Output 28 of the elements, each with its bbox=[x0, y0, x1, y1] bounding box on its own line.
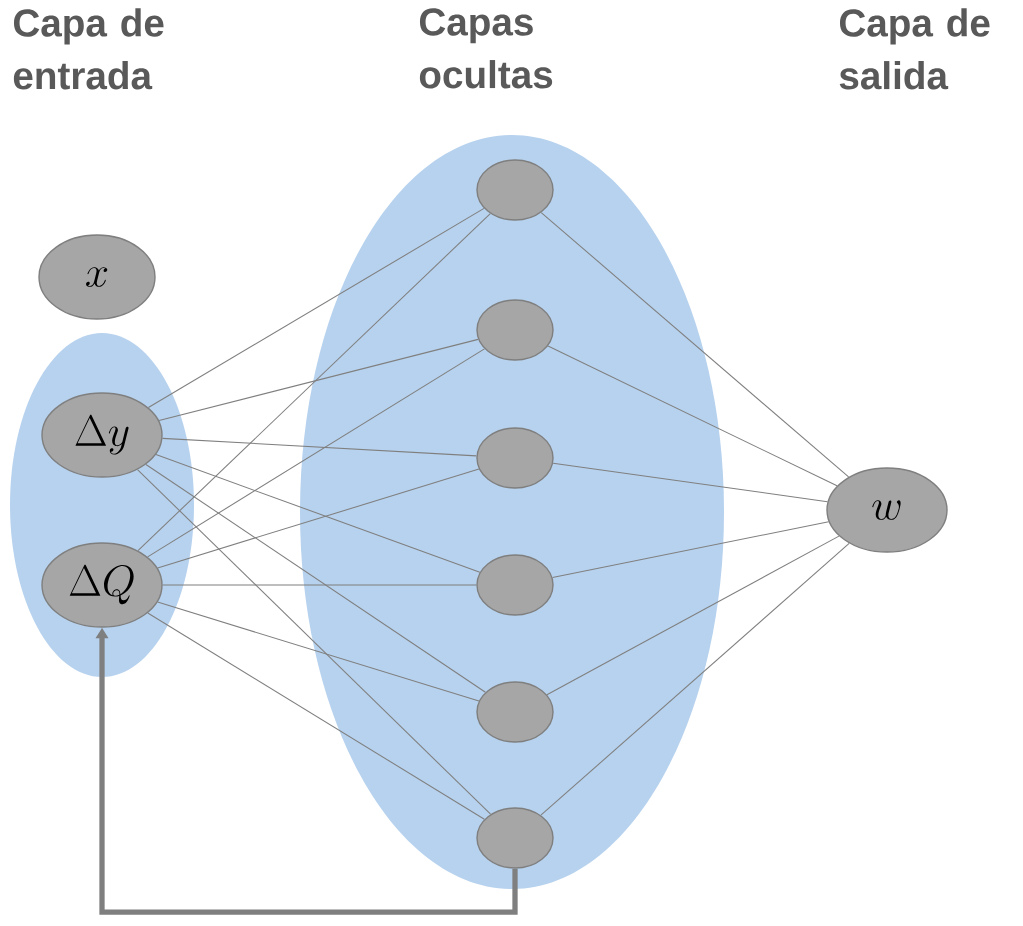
neuron-ellipse bbox=[476, 807, 554, 869]
neuron-ellipse bbox=[476, 554, 554, 616]
neuron-ellipse bbox=[476, 159, 554, 221]
connection-line bbox=[552, 462, 828, 503]
layer-ellipse bbox=[300, 135, 724, 889]
connection-line bbox=[145, 463, 486, 693]
neuron-ellipse bbox=[476, 299, 554, 361]
connection-line bbox=[540, 212, 850, 478]
neuron-ellipse bbox=[476, 681, 554, 743]
connection-line bbox=[552, 521, 830, 578]
layer-heading: Capa de entrada bbox=[13, 8, 164, 90]
connection-line bbox=[546, 535, 840, 696]
connection-line bbox=[157, 468, 480, 569]
connection-line bbox=[147, 207, 485, 408]
layer-heading: Capa de salida bbox=[839, 8, 990, 90]
connection-line bbox=[155, 454, 481, 573]
layer-heading: Capas ocultas bbox=[419, 8, 553, 89]
connection-line bbox=[162, 584, 477, 586]
connection-line bbox=[147, 612, 485, 820]
connection-line bbox=[137, 213, 491, 552]
connection-line bbox=[540, 542, 850, 816]
neuron-ellipse bbox=[476, 427, 554, 489]
connection-line bbox=[162, 437, 477, 457]
connection-line bbox=[547, 345, 838, 487]
connection-line bbox=[158, 338, 479, 422]
connection-line bbox=[136, 469, 492, 815]
connection-line bbox=[157, 601, 480, 702]
connection-line bbox=[147, 348, 485, 558]
